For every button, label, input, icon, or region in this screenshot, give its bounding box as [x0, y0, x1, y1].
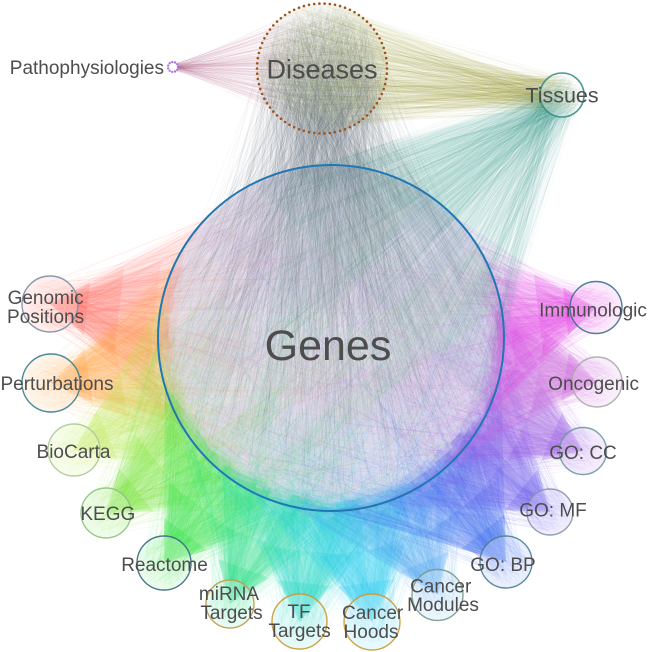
svg-text:GO: MF: GO: MF [519, 501, 587, 522]
svg-text:Modules: Modules [407, 595, 479, 616]
svg-text:Cancer: Cancer [342, 603, 404, 624]
svg-text:KEGG: KEGG [80, 504, 135, 525]
svg-text:Targets: Targets [268, 621, 330, 642]
svg-text:Genes: Genes [265, 322, 392, 370]
svg-text:Hoods: Hoods [344, 622, 399, 643]
svg-text:BioCarta: BioCarta [37, 442, 111, 463]
svg-text:Positions: Positions [7, 307, 84, 328]
svg-text:GO: CC: GO: CC [549, 443, 617, 464]
svg-text:TF: TF [287, 602, 310, 623]
svg-text:Immunologic: Immunologic [539, 301, 647, 322]
svg-text:Perturbations: Perturbations [0, 374, 113, 395]
svg-text:Diseases: Diseases [266, 55, 377, 85]
svg-text:GO: BP: GO: BP [470, 555, 535, 576]
svg-text:miRNA: miRNA [199, 584, 259, 605]
svg-text:Reactome: Reactome [121, 555, 208, 576]
svg-text:Cancer: Cancer [410, 577, 472, 598]
svg-text:Targets: Targets [200, 603, 262, 624]
svg-text:Pathophysiologies: Pathophysiologies [10, 58, 164, 79]
svg-text:Oncogenic: Oncogenic [548, 374, 639, 395]
svg-text:Tissues: Tissues [525, 84, 598, 108]
svg-text:Genomic: Genomic [8, 288, 84, 309]
